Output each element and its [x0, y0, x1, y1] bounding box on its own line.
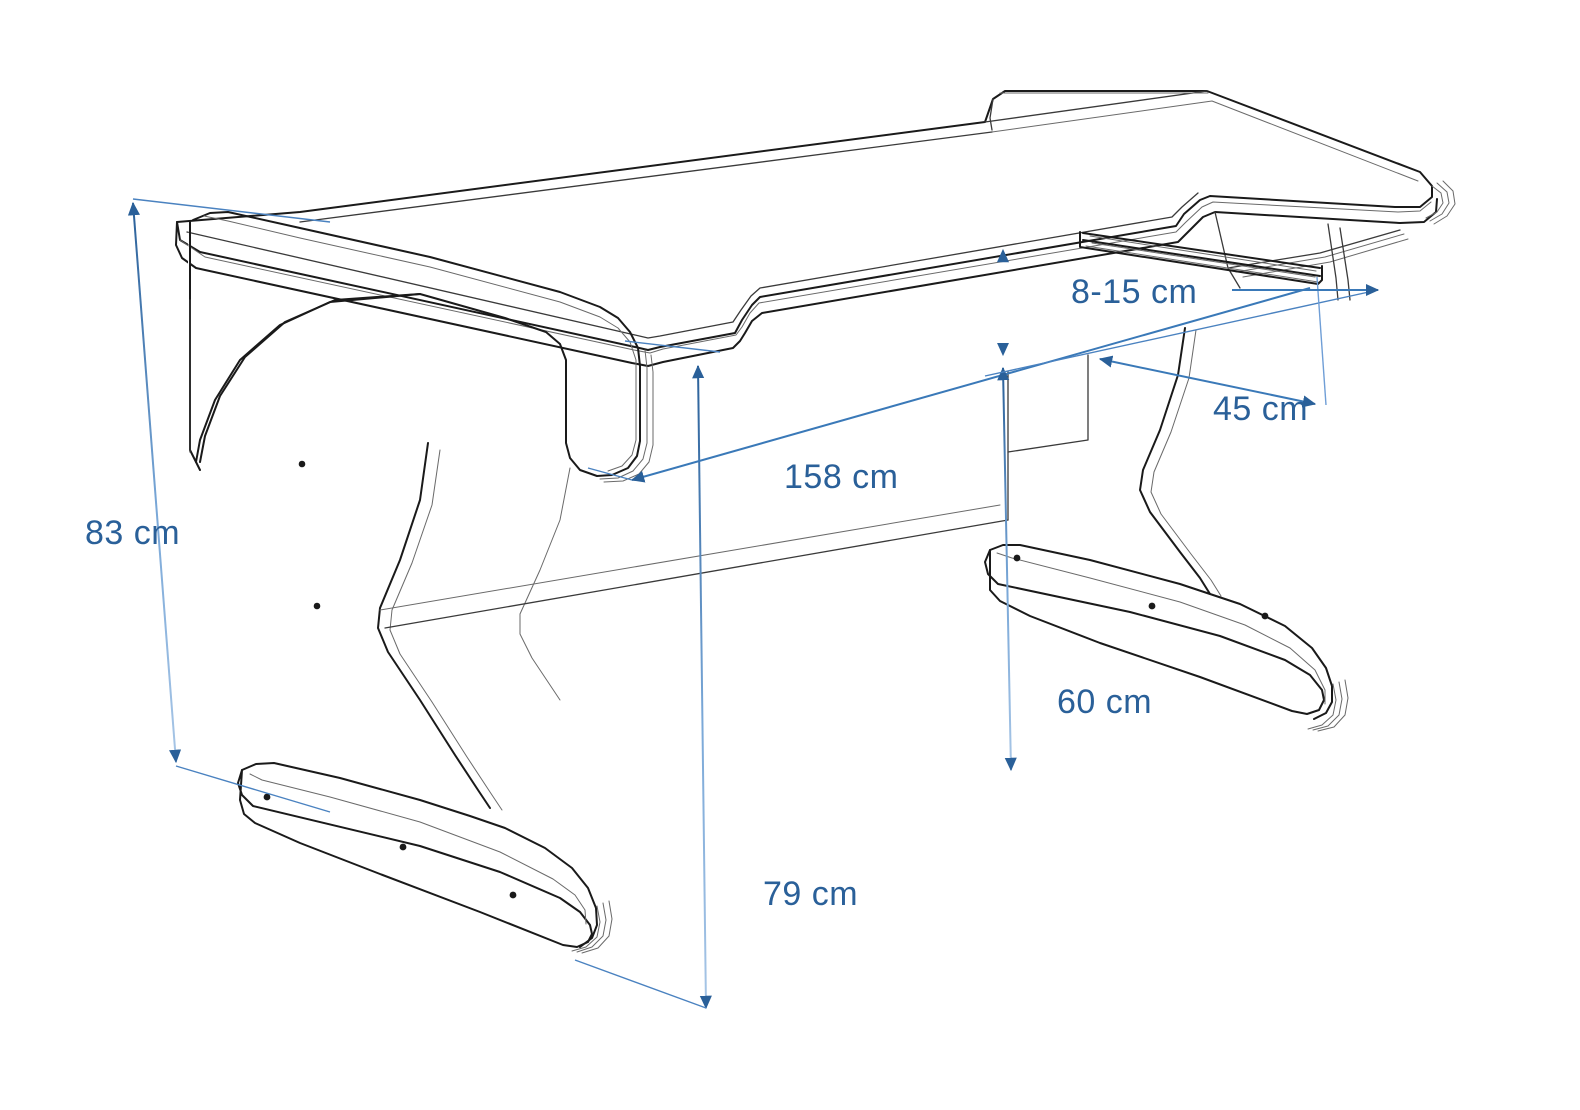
dimension-overall-height: 83 cm	[85, 198, 331, 813]
right-leg-strut	[1139, 327, 1222, 597]
screw-hole-marker	[1148, 602, 1156, 610]
dimension-desk-depth: 45 cm	[984, 276, 1380, 428]
screw-hole-marker	[509, 891, 517, 899]
dimension-line	[127, 201, 182, 764]
extension-line-bottom	[574, 959, 707, 1009]
dimension-line	[692, 364, 712, 1010]
screw-hole-marker	[399, 843, 407, 851]
dimension-line	[630, 287, 1311, 483]
dimension-under-desk-height: 60 cm	[997, 366, 1152, 772]
screw-hole-marker	[263, 793, 271, 801]
extension-line-bottom	[175, 765, 331, 813]
desktop-panel	[175, 90, 1456, 367]
extension-line-vertical	[1316, 276, 1327, 406]
dimension-keyboard-clearance: 8-15 cm	[996, 248, 1197, 357]
right-side-support	[1327, 223, 1351, 301]
under-top-apron	[1007, 354, 1089, 453]
left-foot	[237, 762, 613, 954]
screw-hole-marker	[1261, 612, 1269, 620]
dimension-line	[1098, 355, 1317, 408]
screw-hole-marker	[313, 602, 321, 610]
dimension-label-desk-width: 158 cm	[784, 458, 899, 496]
extension-line-upper	[984, 289, 1379, 377]
dimension-desk-width: 158 cm	[587, 287, 1311, 496]
screw-hole-marker	[1013, 554, 1021, 562]
dimension-label-overall-height: 83 cm	[85, 514, 180, 552]
dimension-desktop-height: 79 cm	[574, 340, 858, 1010]
desktop-back-lip	[989, 92, 1209, 131]
extension-line-top	[624, 340, 721, 353]
dimension-label-under-desk-height: 60 cm	[1057, 683, 1152, 721]
extension-line-left	[587, 467, 633, 481]
right-foot	[984, 544, 1349, 732]
left-side-panel	[188, 211, 654, 610]
dimension-label-keyboard-clearance: 8-15 cm	[1071, 273, 1197, 311]
desk-illustration	[175, 90, 1456, 954]
dimension-annotations: 83 cm 79 cm 158 cm 8-15 cm 60 cm	[85, 198, 1380, 1010]
dimension-label-desktop-height: 79 cm	[763, 875, 858, 913]
screw-hole-marker	[298, 460, 306, 468]
dimension-label-desk-depth: 45 cm	[1213, 390, 1308, 428]
dimension-line	[997, 366, 1017, 772]
left-leg-strut	[377, 442, 571, 811]
